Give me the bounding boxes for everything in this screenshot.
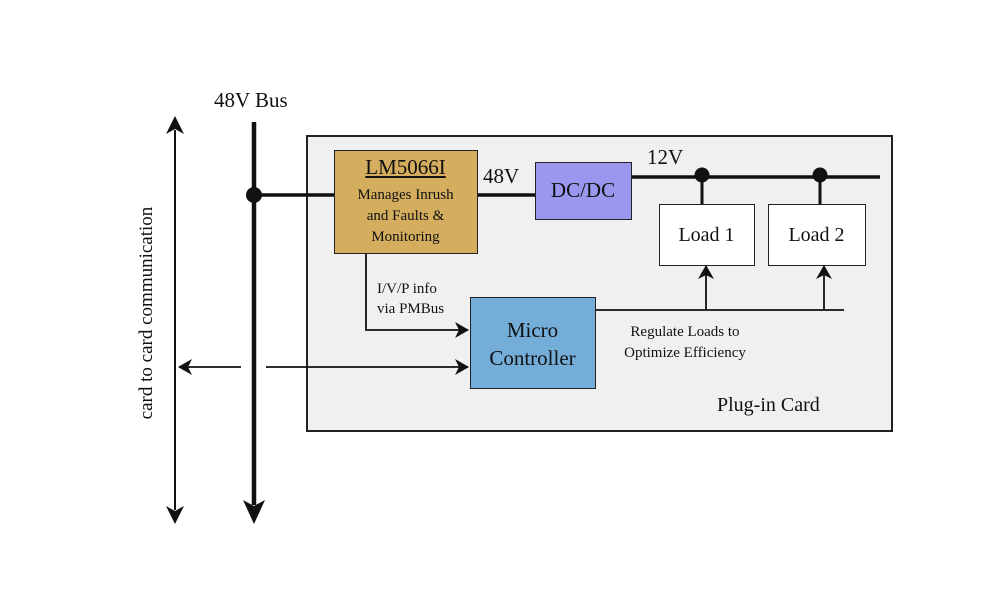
rail-dot-load2 <box>812 167 828 183</box>
comm-label: card to card communication <box>136 206 157 420</box>
pmbus-label-line1: I/V/P info <box>377 281 437 297</box>
bus-junction-dot <box>246 187 262 203</box>
bus-arrow-down <box>243 500 265 524</box>
load2-label: Load 2 <box>788 224 845 246</box>
comm-arrow-up <box>166 116 184 134</box>
lm5066i-title: LM5066I <box>365 155 446 179</box>
lm5066i-block: LM5066I Manages Inrush and Faults & Moni… <box>334 150 478 254</box>
regulate-label-line1: Regulate Loads to <box>630 324 740 340</box>
card-label: Plug-in Card <box>717 394 820 416</box>
label-48v: 48V <box>483 164 520 188</box>
regulate-label-line2: Optimize Efficiency <box>624 345 746 361</box>
pmbus-label: I/V/P info via PMBus <box>377 279 444 319</box>
rail-dot-load1 <box>694 167 710 183</box>
comm-arrow-down <box>166 506 184 524</box>
dcdc-label: DC/DC <box>550 178 616 202</box>
lm5066i-desc-line1: Manages Inrush <box>357 187 454 203</box>
lm5066i-desc-line3: Monitoring <box>371 229 440 245</box>
load1-label: Load 1 <box>678 224 735 246</box>
microcontroller-block: Micro Controller <box>470 297 596 389</box>
bus-label: 48V Bus <box>214 88 288 112</box>
label-12v: 12V <box>647 145 684 169</box>
lm5066i-desc-line2: and Faults & <box>366 208 445 224</box>
microcontroller-line1: Micro <box>506 318 559 342</box>
load2-block: Load 2 <box>768 204 866 266</box>
pmbus-path <box>365 254 469 338</box>
pmbus-label-line2: via PMBus <box>377 301 445 317</box>
regulate-label: Regulate Loads to Optimize Efficiency <box>614 322 756 364</box>
lm5066i-desc: Manages Inrush and Faults & Monitoring <box>335 185 476 248</box>
load1-block: Load 1 <box>659 204 755 266</box>
microcontroller-label: Micro Controller <box>471 316 594 372</box>
dcdc-block: DC/DC <box>535 162 632 220</box>
microcontroller-line2: Controller <box>489 346 576 370</box>
